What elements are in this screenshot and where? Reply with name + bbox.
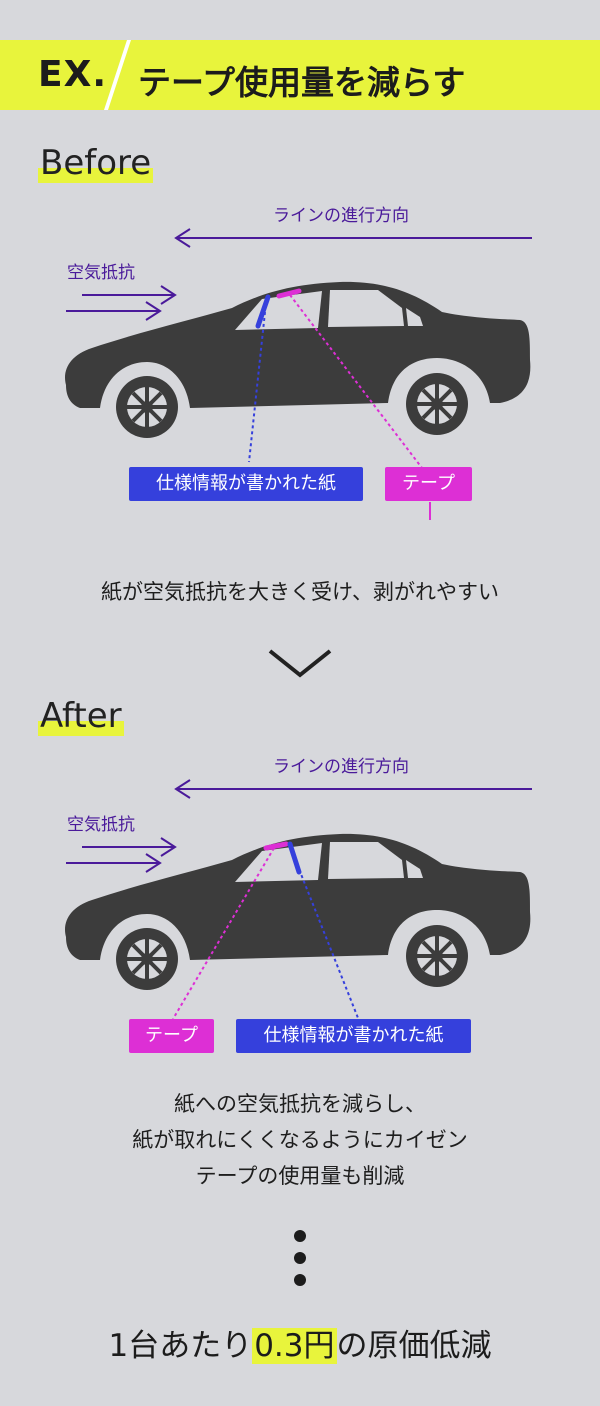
- header-banner: EX. テープ使用量を減らす: [0, 40, 600, 110]
- rear-wheel: [400, 919, 474, 993]
- chevron-down-icon: [268, 649, 332, 678]
- air-resistance-label: 空気抵抗: [67, 263, 135, 283]
- after-caption-line-2: 紙が取れにくくなるようにカイゼン: [132, 1128, 468, 1152]
- after-diagram: [65, 779, 532, 1020]
- page-title: テープ使用量を減らす: [138, 63, 466, 102]
- arrow-right-icon: [66, 285, 177, 321]
- result-statement: 1台あたり0.3円の原価低減: [0, 1320, 600, 1365]
- after-caption-line-3: テープの使用量も削減: [195, 1164, 405, 1188]
- tape-tag: テープ: [129, 1019, 214, 1053]
- after-caption-line-1: 紙への空気抵抗を減らし、: [174, 1092, 426, 1116]
- line-direction-label: ラインの進行方向: [273, 206, 409, 226]
- result-prefix: 1台あたり: [108, 1328, 253, 1364]
- arrow-right-icon: [66, 837, 177, 873]
- car-silhouette-icon: [65, 833, 531, 996]
- tape-tag: テープ: [385, 467, 472, 501]
- before-caption: 紙が空気抵抗を大きく受け、剥がれやすい: [101, 580, 499, 604]
- before-diagram: [65, 228, 532, 520]
- front-wheel: [110, 922, 184, 996]
- arrow-left-icon: [174, 779, 532, 799]
- after-label: After: [38, 696, 124, 736]
- paper-tag: 仕様情報が書かれた紙: [236, 1019, 471, 1053]
- air-resistance-label: 空気抵抗: [67, 815, 135, 835]
- banner-background: [0, 40, 600, 110]
- result-suffix: の原価低減: [336, 1328, 492, 1364]
- rear-wheel: [400, 367, 474, 441]
- car-silhouette-icon: [65, 281, 531, 444]
- vertical-ellipsis-icon: [294, 1230, 306, 1286]
- front-wheel: [110, 370, 184, 444]
- paper-tag: 仕様情報が書かれた紙: [129, 467, 363, 501]
- line-direction-label: ラインの進行方向: [273, 757, 409, 777]
- ex-label: EX.: [38, 54, 108, 95]
- before-label: Before: [38, 143, 154, 183]
- result-highlight: 0.3円: [252, 1328, 337, 1364]
- arrow-left-icon: [174, 228, 532, 248]
